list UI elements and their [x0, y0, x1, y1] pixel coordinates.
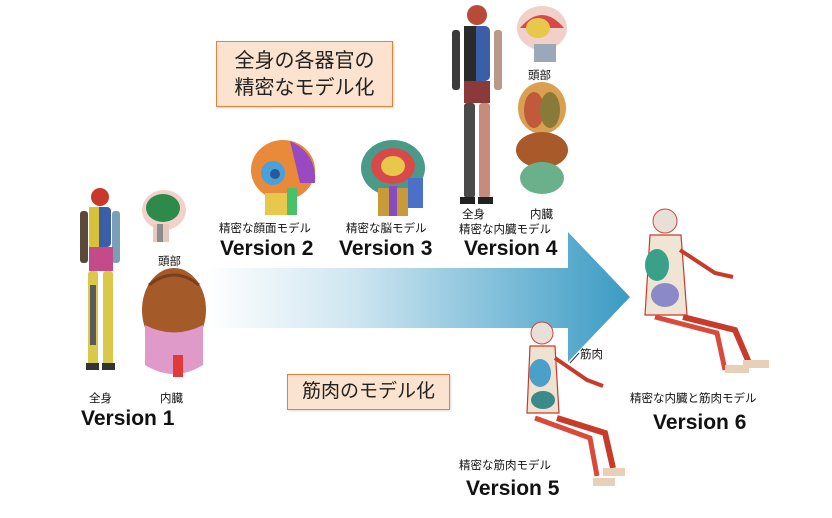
callout-muscle-modeling: 筋肉のモデル化	[287, 374, 450, 410]
v1-head-image	[142, 190, 186, 242]
v3-label: Version 3	[339, 237, 433, 260]
v3-brain-model-image	[361, 140, 425, 216]
v6-caption: 精密な内臓と筋肉モデル	[630, 391, 757, 405]
v4-model-caption: 精密な内臓モデル	[459, 222, 551, 236]
callout-organ-modeling: 全身の各器官の 精密なモデル化	[216, 41, 393, 107]
v2-label: Version 2	[220, 237, 314, 260]
v4-full-body-image	[452, 5, 502, 204]
callout-organ-line1: 全身の各器官の	[234, 48, 375, 72]
v1-organs-image	[142, 268, 206, 377]
v2-caption: 精密な顔面モデル	[219, 221, 311, 235]
callout-muscle-text: 筋肉のモデル化	[301, 380, 435, 402]
v1-head-caption: 頭部	[158, 254, 181, 268]
v4-organs-caption: 内臓	[530, 207, 553, 221]
v5-muscle-model-image	[526, 321, 625, 486]
v1-label: Version 1	[81, 407, 175, 430]
callout-organ-line2: 精密なモデル化	[234, 75, 375, 99]
v4-head-image	[517, 6, 567, 62]
v5-muscle-caption: 筋肉	[580, 347, 603, 361]
v2-face-model-image	[251, 140, 316, 215]
v4-head-caption: 頭部	[528, 68, 551, 82]
v1-organs-caption: 内臓	[160, 391, 183, 405]
v6-organ-muscle-model-image	[644, 208, 769, 373]
v1-full-body-image	[80, 188, 120, 370]
v3-caption: 精密な脳モデル	[346, 221, 427, 235]
v4-organs-image	[516, 82, 568, 194]
v5-caption: 精密な筋肉モデル	[459, 458, 551, 472]
v5-label: Version 5	[466, 477, 560, 500]
v4-body-caption: 全身	[462, 207, 485, 221]
v4-label: Version 4	[464, 237, 558, 260]
v1-body-caption: 全身	[89, 391, 112, 405]
v6-label: Version 6	[653, 411, 747, 434]
